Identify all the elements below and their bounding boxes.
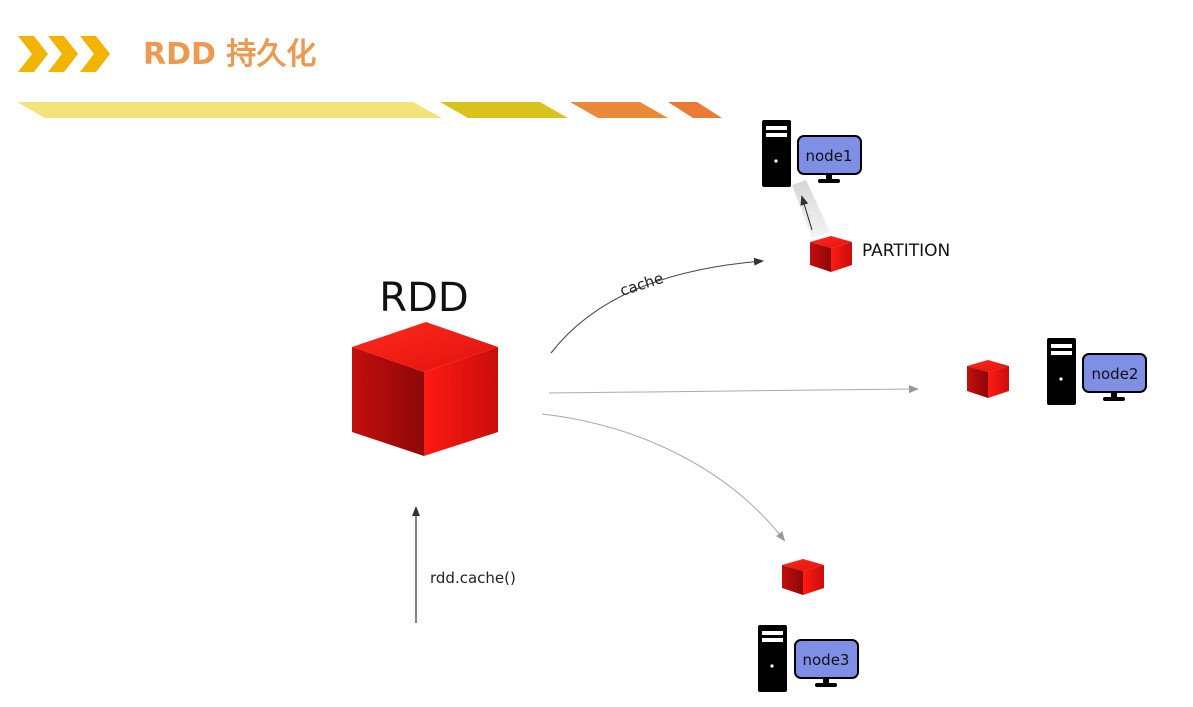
header-stripe bbox=[17, 102, 722, 118]
partition-cube-node1 bbox=[810, 236, 852, 272]
node1-group: node1 PARTITION bbox=[762, 120, 950, 272]
chevron-arrows-icon bbox=[18, 36, 110, 72]
partition-cube-node2 bbox=[967, 360, 1009, 398]
node2-label: node2 bbox=[1092, 365, 1139, 383]
page-title: RDD 持久化 bbox=[143, 37, 316, 72]
monitor-icon bbox=[1082, 353, 1147, 401]
cache-call-label: rdd.cache() bbox=[430, 569, 516, 587]
rdd-label: RDD bbox=[379, 275, 468, 321]
partition-to-node1-arrow bbox=[800, 195, 813, 231]
cache-arrow-node2 bbox=[548, 385, 919, 394]
node3-label: node3 bbox=[803, 651, 850, 669]
server-tower-icon bbox=[1047, 338, 1076, 405]
node3-group: node3 bbox=[758, 559, 859, 692]
monitor-icon bbox=[797, 135, 862, 183]
server-tower-icon bbox=[762, 120, 791, 187]
partition-label: PARTITION bbox=[862, 241, 950, 261]
header: RDD 持久化 bbox=[17, 36, 722, 118]
cache-arrow-node3 bbox=[541, 413, 786, 542]
cache-label: cache bbox=[618, 269, 666, 300]
server-tower-icon bbox=[758, 625, 787, 692]
node1-label: node1 bbox=[806, 147, 853, 165]
node2-group: node2 bbox=[967, 338, 1147, 405]
cache-arrow-node1 bbox=[550, 257, 764, 354]
transfer-beam bbox=[792, 180, 830, 238]
monitor-icon bbox=[794, 639, 859, 687]
partition-cube-node3 bbox=[782, 559, 824, 595]
rdd-cube bbox=[352, 322, 498, 456]
